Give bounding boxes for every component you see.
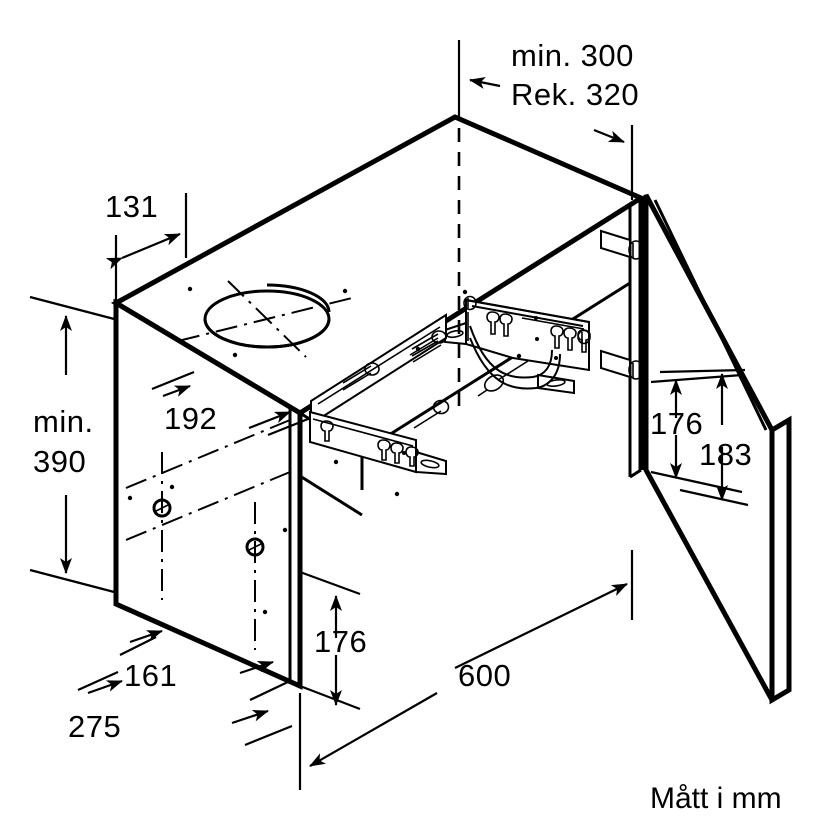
right-panel-dowels — [600, 229, 644, 380]
bracket-screw-pointer — [477, 360, 529, 397]
dimension-value-600: 600 — [458, 658, 511, 693]
front-mounting-rail — [309, 399, 450, 476]
inner-shelf-edge — [299, 474, 363, 517]
dimension-161 — [119, 629, 291, 701]
dimension-131 — [105, 193, 188, 303]
dimension-value-176-front: 176 — [314, 624, 367, 659]
dimension-value-176-right: 176 — [650, 406, 703, 441]
dimension-top-right-arrow — [593, 125, 634, 200]
dimension-183 — [659, 368, 749, 507]
dimension-600 — [298, 550, 634, 790]
dimension-176-front — [299, 570, 361, 711]
dimension-top-min300 — [457, 40, 501, 412]
ventilation-cutout — [177, 280, 357, 358]
dimension-192 — [151, 370, 309, 437]
dimension-label-min: min. — [33, 404, 94, 439]
dimension-rek-320: Rek. 320 — [511, 77, 639, 112]
mounting-bracket — [444, 298, 591, 395]
dimension-value-131: 131 — [105, 189, 158, 224]
bracket-fixing-screws — [463, 295, 591, 345]
left-back-dowel — [409, 337, 442, 363]
cabinet-assembly — [110, 114, 792, 705]
dimension-value-192: 192 — [164, 401, 217, 436]
units-note: Mått i mm — [650, 782, 782, 815]
dimension-value-161: 161 — [124, 658, 177, 693]
dimension-value-183: 183 — [699, 437, 752, 472]
left-panel-hole-marks — [125, 419, 291, 650]
dimension-value-390: 390 — [33, 444, 86, 479]
side-rail-dowels — [342, 330, 447, 391]
cabinet-door-panel — [643, 193, 792, 705]
dimension-value-275: 275 — [68, 709, 121, 744]
dimension-275 — [77, 670, 293, 747]
dimension-min-300: min. 300 — [511, 38, 634, 73]
dimension-min-390 — [29, 295, 119, 595]
